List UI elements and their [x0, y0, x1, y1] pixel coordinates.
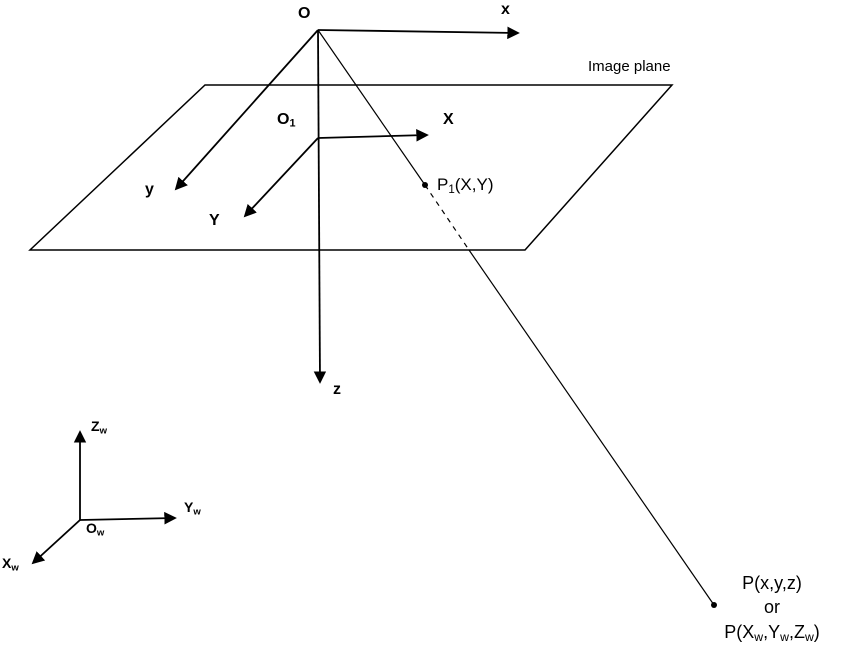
world-Xw-axis-label: Xw [2, 555, 19, 574]
world-origin-sub: w [96, 527, 105, 539]
camera-x-text: x [501, 1, 510, 18]
world-Yw-base: Y [184, 499, 194, 515]
projection-segment-solid-upper [317, 29, 426, 186]
world-Zw-sub: w [99, 425, 107, 437]
point-p-xyz-text: P(x,y,z) [742, 573, 802, 593]
point-p-or-text: or [763, 597, 780, 618]
projection-line [317, 29, 715, 606]
image-X-axis-arrow [317, 128, 429, 142]
camera-x-axis-arrow [317, 26, 520, 40]
image-X-axis-label: X [443, 111, 454, 129]
world-Yw-axis-label: Yw [184, 499, 201, 518]
camera-z-text: z [333, 381, 341, 398]
point-p-w-sub2: w [780, 629, 789, 644]
p-point [711, 602, 717, 608]
world-Yw-sub: w [193, 506, 201, 518]
world-Xw-axis-arrow [31, 519, 81, 565]
image-origin-label: O1 [277, 111, 296, 131]
world-Yw-axis-arrow [79, 511, 177, 525]
point-p-label-block: P(x,y,z) or P(Xw,Yw,Zw) [698, 571, 846, 645]
point-p-w-part3: ,Z [788, 621, 805, 642]
point-p-line1: P(x,y,z) [698, 571, 846, 595]
world-axes [31, 430, 177, 565]
p1-base: P [437, 175, 449, 194]
image-plane-axes [243, 128, 429, 218]
image-X-text: X [443, 111, 454, 128]
image-plane-outline [28, 84, 674, 251]
world-Zw-base: Z [91, 418, 100, 434]
camera-origin-text: O [298, 5, 311, 22]
p1-label: P1(X,Y) [437, 175, 494, 197]
camera-y-axis-arrow [174, 29, 319, 191]
camera-axes [174, 26, 520, 384]
image-Y-axis-label: Y [209, 212, 220, 230]
point-p-line3: P(Xw,Yw,Zw) [698, 620, 846, 646]
world-origin-base: O [86, 520, 97, 536]
world-Xw-sub: w [11, 562, 19, 574]
p1-sub: 1 [448, 183, 455, 196]
image-Y-axis-arrow [243, 137, 319, 218]
point-p-line2: or [698, 595, 846, 619]
world-origin-label: Ow [86, 520, 105, 539]
point-p-w-part4: ) [813, 621, 820, 642]
camera-y-text: y [145, 181, 154, 198]
camera-z-axis-arrow [313, 29, 327, 384]
projection-segment-solid-lower [468, 249, 715, 606]
image-origin-base: O [277, 111, 290, 128]
camera-x-axis-label: x [501, 1, 510, 19]
image-Y-text: Y [209, 212, 220, 229]
camera-origin-label: O [298, 5, 310, 23]
world-Zw-axis-label: Zw [91, 418, 107, 437]
point-p-w-part2: ,Y [763, 621, 781, 642]
camera-y-axis-label: y [145, 181, 154, 199]
projection-segment-dashed [424, 184, 470, 251]
camera-z-axis-label: z [333, 381, 341, 399]
p1-point [422, 182, 428, 188]
image-origin-sub: 1 [289, 117, 296, 130]
point-p-w-sub1: w [754, 629, 764, 644]
world-Xw-base: X [2, 555, 12, 571]
point-p-w-part1: P(X [724, 621, 755, 642]
point-p-w-sub3: w [804, 629, 814, 644]
p1-rest: (X,Y) [454, 175, 494, 194]
image-plane-label: Image plane [588, 58, 671, 76]
image-plane-text: Image plane [588, 58, 671, 75]
